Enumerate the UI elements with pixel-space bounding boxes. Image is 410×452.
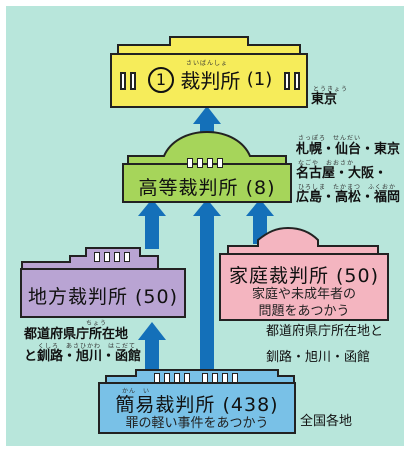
summary-court-box: かん い 簡易裁判所 (438) 罪の軽い事件をあつかう	[98, 382, 296, 434]
district-court-box: 地方裁判所 (50)	[20, 268, 186, 318]
supreme-name: 裁判所	[180, 69, 241, 93]
family-court-box: 家庭裁判所 (50) 家庭や未成年者の 問題をあつかう	[219, 253, 389, 321]
arrow-summary-to-high	[193, 199, 221, 374]
summary-court-name: 簡易裁判所	[115, 394, 216, 416]
family-court-name: 家庭裁判所	[228, 265, 329, 287]
district-note-ruby-2: くしろ あさひかわ はこだて	[38, 343, 137, 350]
summary-location: 全国各地	[300, 414, 353, 429]
high-locations-3: 広島・高松・福岡	[296, 190, 401, 205]
high-ruby-2: なごや おおさか	[298, 160, 355, 167]
supreme-title: 1 裁判所 (1)	[148, 65, 278, 94]
arrow-district-to-high	[138, 199, 166, 249]
high-court-count: (8)	[245, 177, 276, 199]
window-icon	[217, 158, 223, 168]
supreme-location-ruby: とうきょう	[313, 86, 349, 93]
district-note-ruby-cho: ちょう	[86, 320, 108, 327]
window-icon	[174, 373, 180, 383]
high-court-name: 高等裁判所	[138, 177, 239, 199]
family-court-desc-1: 家庭や未成年者の	[251, 287, 356, 302]
family-court-count: (50)	[336, 265, 380, 287]
summary-court-roof	[105, 369, 295, 385]
supreme-location: 東京	[311, 92, 338, 107]
column-icon	[284, 72, 290, 90]
high-ruby-3: ひろしま たかまつ ふくおか	[298, 184, 397, 191]
supreme-ruby: さいばんしょ	[186, 60, 229, 67]
column-icon	[294, 72, 300, 90]
column-icon	[130, 72, 136, 90]
window-icon	[197, 158, 203, 168]
district-note-2: と釧路・旭川・函館	[24, 349, 142, 364]
high-court-box: 高等裁判所 (8)	[122, 163, 292, 203]
supreme-count: (1)	[246, 69, 273, 90]
district-court-count: (50)	[135, 286, 179, 308]
window-icon	[187, 158, 193, 168]
high-locations-2: 名古屋・大阪・	[296, 166, 388, 181]
district-court-label: 地方裁判所 (50)	[22, 282, 184, 309]
window-icon	[222, 373, 228, 383]
column-icon	[120, 72, 126, 90]
family-court-label: 家庭裁判所 (50)	[221, 261, 387, 288]
district-note-1: 都道府県庁所在地	[24, 327, 129, 342]
summary-court-desc: 罪の軽い事件をあつかう	[125, 416, 269, 431]
high-locations-1: 札幌・仙台・東京	[296, 142, 401, 157]
summary-court-label: 簡易裁判所 (438)	[100, 390, 294, 417]
arrow-summary-to-district	[138, 322, 166, 370]
supreme-number-circle: 1	[148, 66, 174, 93]
supreme-court-roof	[117, 36, 301, 56]
family-court-roof	[227, 226, 379, 256]
window-icon	[124, 252, 130, 262]
district-court-roof	[21, 247, 159, 271]
high-court-roof	[127, 130, 287, 166]
window-icon	[184, 373, 190, 383]
family-note-1: 都道府県庁所在地と	[266, 324, 384, 339]
window-icon	[114, 252, 120, 262]
high-ruby-1: さっぽろ せんだい	[298, 135, 362, 142]
window-icon	[154, 373, 160, 383]
family-note-2: 釧路・旭川・函館	[266, 350, 371, 365]
window-icon	[232, 373, 238, 383]
window-icon	[207, 158, 213, 168]
window-icon	[94, 252, 100, 262]
district-court-name: 地方裁判所	[27, 286, 128, 308]
supreme-court-box: さいばんしょ 1 裁判所 (1)	[110, 53, 308, 108]
summary-ruby: かん い	[122, 388, 151, 395]
summary-court-count: (438)	[222, 394, 279, 416]
window-icon	[212, 373, 218, 383]
window-icon	[202, 373, 208, 383]
window-icon	[104, 252, 110, 262]
window-icon	[164, 373, 170, 383]
family-court-desc-2: 問題をあつかう	[258, 304, 350, 319]
high-court-label: 高等裁判所 (8)	[124, 173, 290, 200]
